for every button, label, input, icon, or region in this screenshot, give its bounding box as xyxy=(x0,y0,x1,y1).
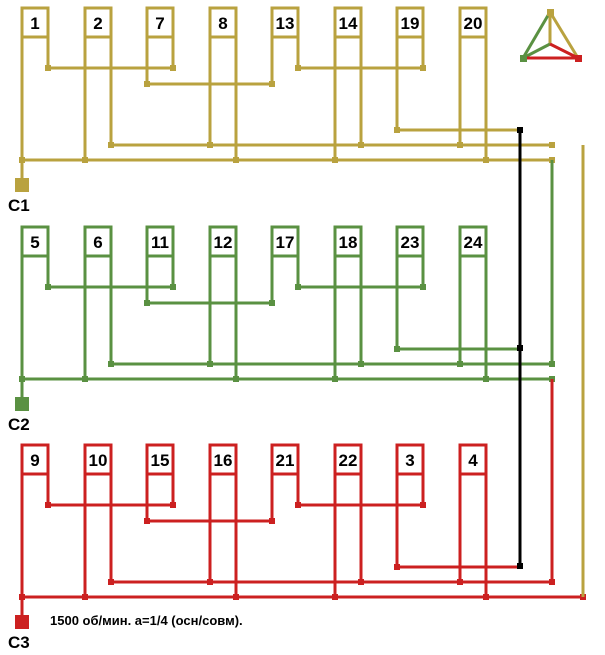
junction-dot xyxy=(517,345,523,351)
coil-14: 14 xyxy=(333,6,363,39)
coil-box xyxy=(458,443,488,476)
coil-label: 14 xyxy=(339,14,358,33)
coil-label: 5 xyxy=(30,233,39,252)
coil-label: 6 xyxy=(93,233,102,252)
coil-18: 18 xyxy=(333,225,363,258)
coil-label: 24 xyxy=(464,233,483,252)
coil-6: 6 xyxy=(83,225,113,258)
coil-label: 19 xyxy=(401,14,420,33)
coil-label: 2 xyxy=(93,14,102,33)
coil-label: 10 xyxy=(89,451,108,470)
coil-label: 11 xyxy=(151,233,169,252)
coil-5: 5 xyxy=(20,225,50,258)
coil-label: 22 xyxy=(339,451,358,470)
coil-3: 3 xyxy=(395,443,425,476)
coil-label: 8 xyxy=(218,14,227,33)
coil-23: 23 xyxy=(395,225,425,258)
junction-dot xyxy=(549,579,555,585)
coil-8: 8 xyxy=(208,6,238,39)
coil-13: 13 xyxy=(270,6,300,39)
coil-box xyxy=(145,443,175,476)
coil-21: 21 xyxy=(270,443,300,476)
star-connection-icon xyxy=(520,9,582,62)
coil-box xyxy=(270,6,300,39)
coil-1: 1 xyxy=(20,6,50,39)
coil-label: 20 xyxy=(464,14,483,33)
coil-2: 2 xyxy=(83,6,113,39)
coil-label: 4 xyxy=(468,451,478,470)
coil-label: 15 xyxy=(151,451,170,470)
coil-label: 3 xyxy=(405,451,414,470)
junction-dot xyxy=(517,563,523,569)
terminal-C3 xyxy=(15,615,29,629)
coil-label: 9 xyxy=(30,451,39,470)
coil-4: 4 xyxy=(458,443,488,476)
coil-16: 16 xyxy=(208,443,238,476)
coil-label: 23 xyxy=(401,233,420,252)
coil-label: 17 xyxy=(276,233,295,252)
terminal-C1 xyxy=(15,178,29,192)
terminal-C2 xyxy=(15,397,29,411)
coil-label: 7 xyxy=(155,14,164,33)
terminal-label: C1 xyxy=(8,196,30,215)
coil-10: 10 xyxy=(83,443,113,476)
coil-label: 21 xyxy=(276,451,295,470)
coil-label: 16 xyxy=(214,451,233,470)
coil-20: 20 xyxy=(458,6,488,39)
coil-label: 18 xyxy=(339,233,358,252)
terminal-label: C2 xyxy=(8,415,30,434)
coil-7: 7 xyxy=(145,6,175,39)
coil-15: 15 xyxy=(145,443,175,476)
terminal-label: C3 xyxy=(8,633,30,652)
junction-dot xyxy=(517,127,523,133)
junction-dot xyxy=(549,142,555,148)
winding-note: 1500 об/мин. a=1/4 (осн/совм). xyxy=(50,613,243,628)
coil-box xyxy=(395,443,425,476)
coil-9: 9 xyxy=(20,443,50,476)
coil-label: 1 xyxy=(30,14,39,33)
coil-12: 12 xyxy=(208,225,238,258)
coil-label: 13 xyxy=(276,14,295,33)
coil-19: 19 xyxy=(395,6,425,39)
coil-17: 17 xyxy=(270,225,300,258)
coil-label: 12 xyxy=(214,233,233,252)
coil-11: 11 xyxy=(145,225,175,258)
coil-22: 22 xyxy=(333,443,363,476)
coil-24: 24 xyxy=(458,225,488,258)
